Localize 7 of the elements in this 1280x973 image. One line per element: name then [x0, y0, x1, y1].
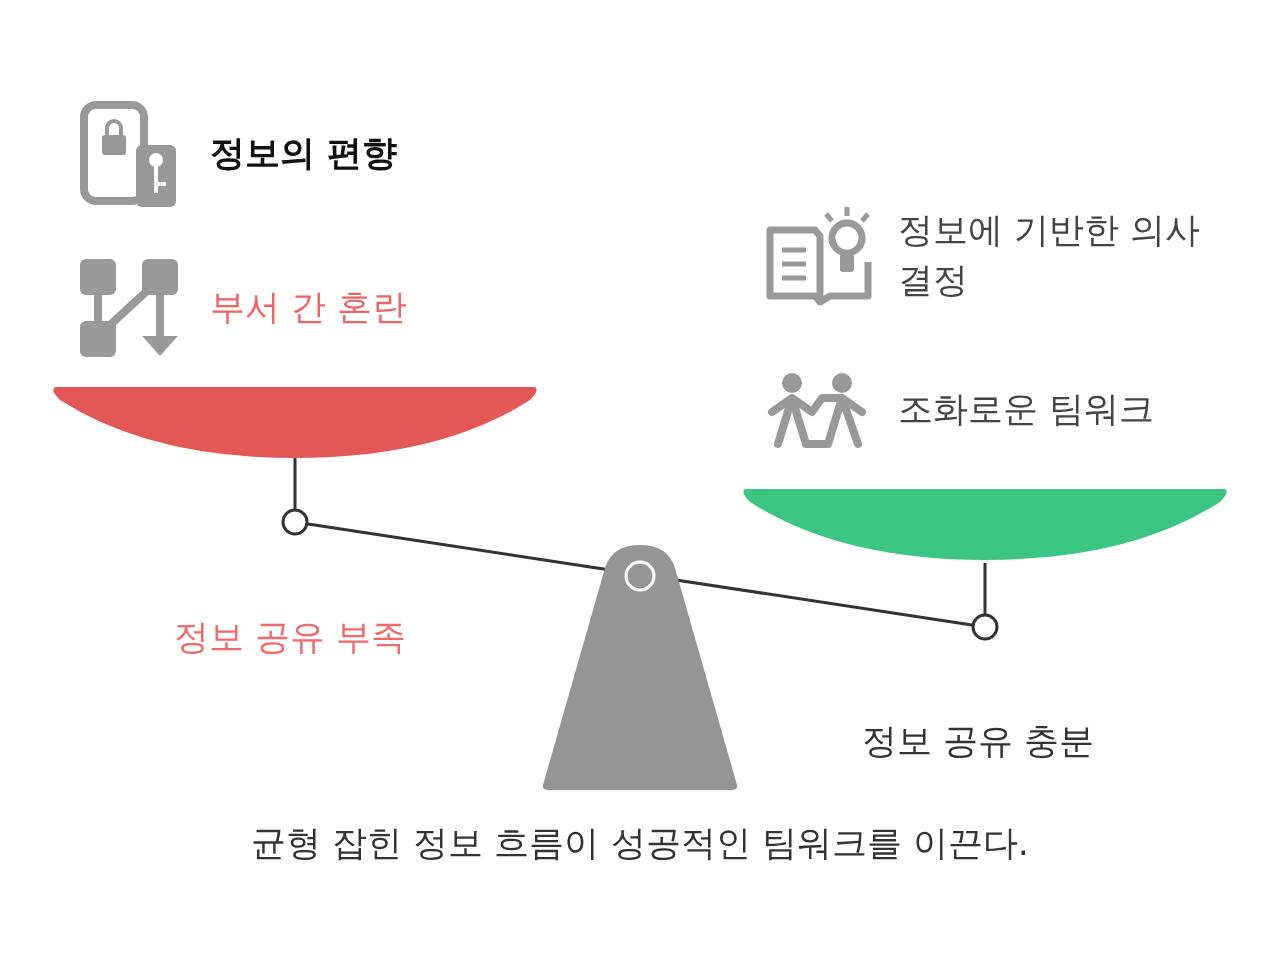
label: 조화로운 팀워크: [898, 388, 1155, 431]
label: 정보 공유 부족: [174, 616, 407, 659]
heading: 정보의 편향: [210, 132, 398, 175]
label: 정보 공유 충분: [862, 720, 1095, 763]
label: 정보에 기반한 의사 결정: [898, 209, 1202, 302]
caption: 균형 잡힌 정보 흐름이 성공적인 팀워크를 이끈다.: [251, 823, 1029, 863]
label: 부서 간 혼란: [210, 286, 408, 329]
